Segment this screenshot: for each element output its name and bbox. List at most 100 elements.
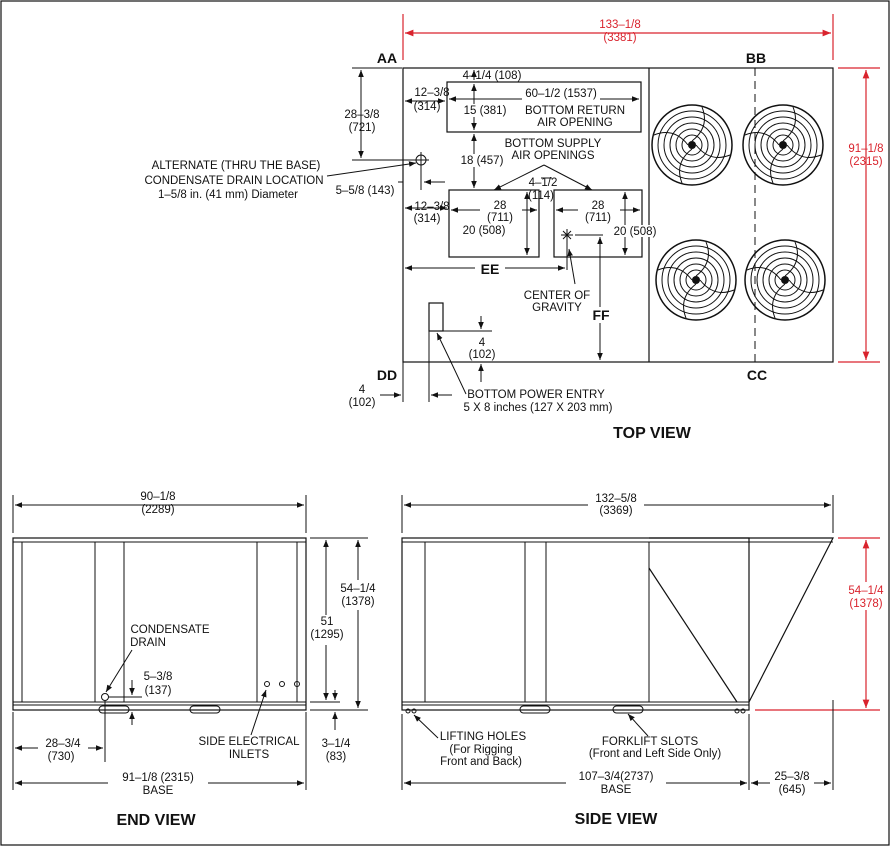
- end-dim-3-1-4-mm: (83): [326, 751, 347, 763]
- supply-label-1: BOTTOM SUPPLY: [505, 138, 602, 150]
- end-h-51-mm: (1295): [310, 629, 343, 641]
- dim-20-right: 20 (508): [614, 226, 657, 238]
- dim-60-1-2: 60–1/2 (1537): [525, 88, 597, 100]
- lifting-hole-icon: [734, 708, 740, 714]
- lifting-holes-label-2: (For Rigging: [449, 744, 512, 756]
- dim-12-3-8-top-mm: (314): [414, 101, 441, 113]
- end-dim-5-3-8-mm: (137): [145, 685, 172, 697]
- dim-12-3-8-b-in: 12–3/8: [414, 201, 449, 213]
- top-view: 133–1/8 (3381) 91–1/8 (2315) AA BB CC DD…: [144, 14, 884, 442]
- side-length-in: 132–5/8: [595, 493, 637, 505]
- dim-4-1-2-mm: (114): [528, 190, 554, 202]
- dim-28-left-mm: (711): [487, 212, 513, 224]
- condenser-fan-icon: [744, 239, 826, 321]
- return-air-opening: [446, 81, 642, 133]
- forklift-slot: [612, 705, 644, 714]
- end-dim-3-1-4-in: 3–1/4: [322, 738, 351, 750]
- electrical-inlet-icon: [294, 681, 300, 687]
- side-dim-25-3-8-in: 25–3/8: [774, 771, 809, 783]
- end-width-in: 90–1/8: [140, 491, 175, 503]
- alt-drain-line-2: CONDENSATE DRAIN LOCATION: [144, 175, 323, 187]
- dim-4-dd-mm: (102): [349, 397, 376, 409]
- alt-drain-line-1: ALTERNATE (THRU THE BASE): [152, 160, 321, 172]
- end-h-51-in: 51: [321, 616, 334, 628]
- end-h-54-in: 54–1/4: [340, 583, 376, 595]
- return-label-2: AIR OPENING: [537, 117, 612, 129]
- side-dim-25-3-8-mm: (645): [779, 784, 806, 796]
- top-width-in: 91–1/8: [848, 143, 883, 155]
- dim-4-1-2-in: 4–1/2: [529, 177, 558, 189]
- cog-label-2: GRAVITY: [532, 302, 582, 314]
- dim-4-dd-in: 4: [359, 384, 366, 396]
- top-length-mm: (3381): [603, 32, 636, 44]
- end-dim-28-3-4-mm: (730): [48, 751, 75, 763]
- dim-ff: FF: [592, 307, 610, 323]
- side-height-mm: (1378): [849, 598, 882, 610]
- top-view-title: TOP VIEW: [613, 425, 692, 442]
- corner-aa: AA: [377, 50, 397, 66]
- power-entry-label-2: 5 X 8 inches (127 X 203 mm): [464, 402, 613, 414]
- lifting-holes-label-3: Front and Back): [440, 756, 522, 768]
- end-h-54-mm: (1378): [341, 596, 374, 608]
- lifting-hole-icon: [411, 708, 417, 714]
- electrical-inlet-icon: [264, 681, 270, 687]
- end-view: 90–1/8 (2289) 54–1/4 (1378) 51 (1295) 3–…: [12, 491, 380, 829]
- side-base-label: BASE: [601, 784, 632, 796]
- dim-ee: EE: [481, 261, 500, 277]
- dim-5-5-8: 5–5/8 (143): [336, 185, 395, 197]
- side-electrical-label-2: INLETS: [229, 749, 270, 761]
- top-view-outline: [402, 67, 834, 363]
- alt-drain-line-3: 1–5/8 in. (41 mm) Diameter: [158, 189, 298, 201]
- end-dim-28-3-4-in: 28–3/4: [45, 738, 81, 750]
- lifting-hole-icon: [405, 708, 411, 714]
- forklift-label-2: (Front and Left Side Only): [589, 748, 721, 760]
- dim-12-3-8-b-mm: (314): [414, 213, 441, 225]
- return-label-1: BOTTOM RETURN: [525, 105, 625, 117]
- forklift-label-1: FORKLIFT SLOTS: [602, 736, 699, 748]
- forklift-slot: [189, 705, 221, 714]
- lifting-hole-icon: [740, 708, 746, 714]
- side-view-outline-left: [401, 537, 750, 711]
- condenser-fan-icon: [651, 104, 733, 186]
- side-view: 132–5/8 (3369) 54–1/4 (1378) LIFTING HOL…: [401, 492, 888, 828]
- dim-28-3-8-mm: (721): [349, 122, 376, 134]
- top-width-mm: (2315): [849, 156, 882, 168]
- end-width-mm: (2289): [141, 504, 174, 516]
- forklift-slot: [519, 705, 551, 714]
- dim-4-1-4: 4–1/4 (108): [463, 70, 522, 82]
- dim-4-mm: (102): [469, 349, 496, 361]
- dim-28-right-in: 28: [592, 200, 605, 212]
- side-length-mm: (3369): [599, 505, 632, 517]
- condensate-label-1: CONDENSATE: [130, 624, 209, 636]
- power-entry-label-1: BOTTOM POWER ENTRY: [467, 389, 605, 401]
- cog-label-1: CENTER OF: [524, 290, 590, 302]
- forklift-slot: [98, 705, 130, 714]
- dim-28-left-in: 28: [494, 200, 507, 212]
- condenser-fan-icon: [655, 239, 737, 321]
- lifting-holes-label-1: LIFTING HOLES: [440, 731, 527, 743]
- condenser-fan-icon: [742, 104, 824, 186]
- end-view-outline: [12, 537, 307, 711]
- side-base-dim: 107–3/4(2737): [579, 771, 654, 783]
- side-height-in: 54–1/4: [848, 585, 884, 597]
- side-view-title: SIDE VIEW: [575, 811, 659, 828]
- end-base-label: BASE: [143, 785, 174, 797]
- end-view-title: END VIEW: [116, 812, 196, 829]
- dim-28-right-mm: (711): [585, 212, 611, 224]
- corner-bb: BB: [746, 50, 766, 66]
- dim-28-3-8-in: 28–3/8: [344, 109, 379, 121]
- supply-label-2: AIR OPENINGS: [511, 150, 594, 162]
- side-electrical-label-1: SIDE ELECTRICAL: [199, 736, 301, 748]
- electrical-inlet-icon: [279, 681, 285, 687]
- end-base-dim: 91–1/8 (2315): [122, 772, 194, 784]
- center-of-gravity-icon: [561, 229, 573, 241]
- dim-4-in: 4: [479, 337, 486, 349]
- corner-cc: CC: [747, 367, 767, 383]
- top-length-in: 133–1/8: [599, 19, 641, 31]
- power-entry-opening: [428, 302, 444, 332]
- dim-20-left: 20 (508): [463, 225, 506, 237]
- end-dim-5-3-8-in: 5–3/8: [144, 671, 173, 683]
